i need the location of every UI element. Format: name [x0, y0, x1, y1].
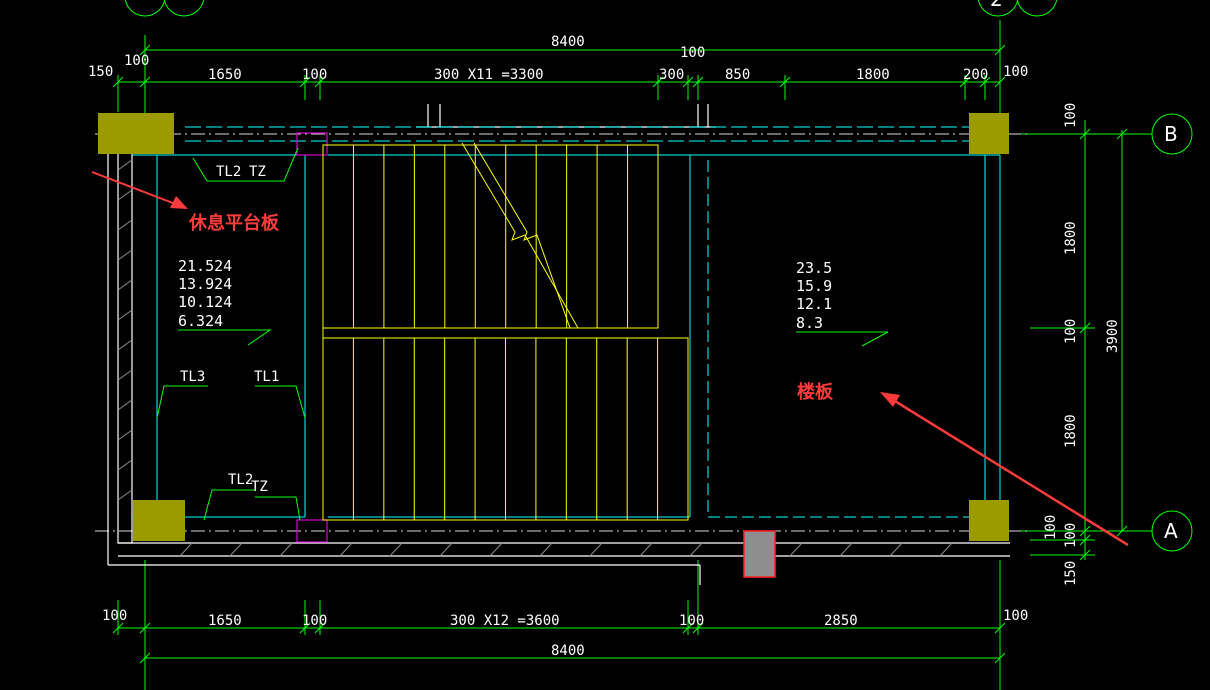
wall-hatch [117, 159, 953, 557]
top-seg-4: 300 [659, 67, 684, 83]
beams [132, 126, 1001, 518]
label-tz-top: TZ [249, 164, 266, 180]
right-total-dim: 3900 [1105, 319, 1121, 353]
column-bottom-right [969, 500, 1009, 541]
axis-b-label: B [1164, 122, 1178, 146]
elev-left-4: 6.324 [178, 312, 223, 330]
top-seg-3: 300 X11 =3300 [434, 67, 544, 83]
bottom-seg-1: 1650 [208, 613, 242, 629]
label-tz-bottom: TZ [251, 479, 268, 495]
bottom-total-dim: 8400 [551, 643, 585, 659]
axis-2-bubble [977, 0, 1019, 17]
top-seg-6: 1800 [856, 67, 890, 83]
top-gap-dim: 100 [680, 45, 705, 61]
label-tl3: TL3 [180, 369, 205, 385]
center-lines [95, 133, 1030, 532]
label-tl2-bottom: TL2 [228, 472, 253, 488]
elev-right-1: 23.5 [796, 259, 832, 277]
right-bottom1-dim: 100 [1043, 515, 1059, 540]
bottom-dimensions [112, 560, 1006, 690]
axis-1b-bubble [163, 0, 205, 17]
top-left-edge-dim: 150 [88, 64, 113, 80]
right-span1-dim: 1800 [1063, 221, 1079, 255]
annotation-floor-slab: 楼板 [797, 381, 834, 403]
label-tl2-top: TL2 [216, 164, 241, 180]
top-seg-1: 1650 [208, 67, 242, 83]
columns [98, 113, 1009, 578]
column-bottom-left [133, 500, 185, 541]
right-bottom2-dim: 100 [1063, 523, 1079, 548]
gray-column [743, 530, 776, 578]
bottom-right-col-dim: 100 [1003, 608, 1028, 624]
top-seg-2: 100 [302, 67, 327, 83]
bottom-seg-4: 100 [679, 613, 704, 629]
elev-left-2: 13.924 [178, 275, 232, 293]
right-top-dim: 100 [1063, 103, 1079, 128]
annotation-arrows [91, 171, 1129, 547]
axis-1-bubble [124, 0, 166, 17]
axis-a-label: A [1164, 519, 1178, 543]
right-dimensions [1030, 120, 1130, 561]
walls [107, 104, 1010, 585]
axis-2b-bubble [1016, 0, 1058, 17]
break-line [461, 142, 579, 329]
annotation-landing-slab: 休息平台板 [188, 212, 280, 234]
elev-right-2: 15.9 [796, 277, 832, 295]
column-top-left [98, 113, 174, 154]
elevations-left: 21.524 13.924 10.124 6.324 [178, 257, 232, 330]
bottom-seg-3: 300 X12 =3600 [450, 613, 560, 629]
bottom-seg-2: 100 [302, 613, 327, 629]
top-left-col-dim: 100 [124, 53, 149, 69]
right-mid-dim: 100 [1063, 319, 1079, 344]
elev-right-3: 12.1 [796, 295, 832, 313]
elev-right-4: 8.3 [796, 314, 823, 332]
bottom-left-col-dim: 100 [102, 608, 127, 624]
right-span2-dim: 1800 [1063, 414, 1079, 448]
label-tl1: TL1 [254, 369, 279, 385]
right-bottom3-dim: 150 [1063, 561, 1079, 586]
axis-2-label: 2 [990, 0, 1003, 11]
tz-boxes [296, 132, 328, 543]
top-right-col-dim: 100 [1003, 64, 1028, 80]
bottom-seg-5: 2850 [824, 613, 858, 629]
elev-left-1: 21.524 [178, 257, 232, 275]
member-leaders [156, 147, 889, 521]
top-seg-5: 850 [725, 67, 750, 83]
column-top-right [969, 113, 1009, 154]
elevations-right: 23.5 15.9 12.1 8.3 [796, 259, 832, 332]
top-dimensions [112, 20, 1006, 120]
elev-left-3: 10.124 [178, 293, 232, 311]
stair-treads [352, 145, 659, 520]
top-total-dim: 8400 [551, 34, 585, 50]
top-seg-7: 200 [963, 67, 988, 83]
